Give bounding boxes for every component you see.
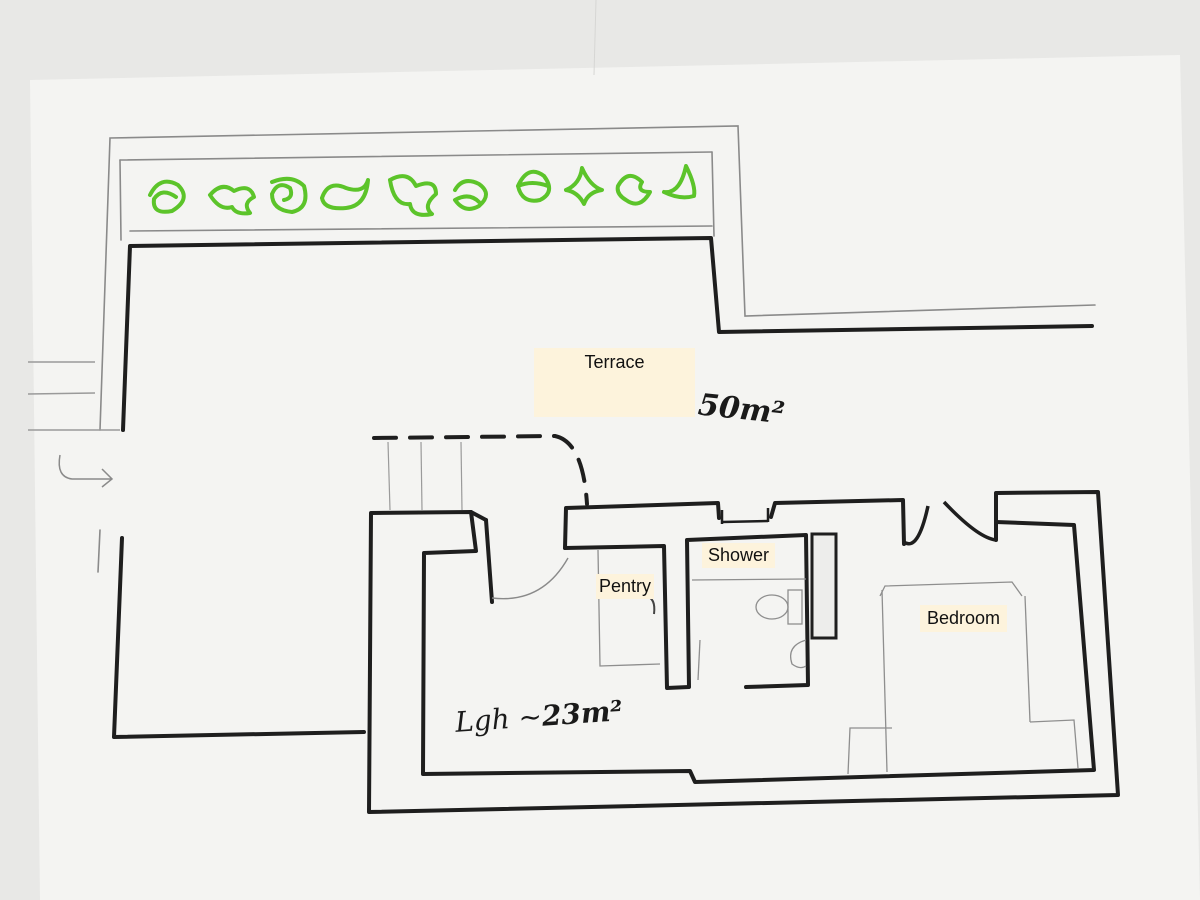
plant-icon [453, 179, 488, 211]
terrace-outer-outline [97, 125, 1096, 573]
pentry-label: Pentry [596, 574, 655, 599]
shower-window [720, 508, 770, 524]
wardrobe-block [810, 532, 838, 640]
paper-sheet [30, 55, 1200, 900]
plant-icon [662, 164, 697, 200]
entrance-arrow-icon [58, 454, 114, 488]
plant-icon [516, 169, 552, 203]
toilet-icon [755, 589, 803, 625]
apartment-walls [367, 490, 1120, 814]
plant-icon [270, 176, 308, 214]
shower-label: Shower [702, 543, 776, 568]
canopy-pencil-lines [387, 441, 463, 511]
apartment-area-value: 23m² [540, 694, 624, 733]
apartment-area-prefix: Lgh ~ [454, 699, 544, 739]
paper-crease [593, 0, 597, 76]
sink-icon [789, 639, 807, 669]
plant-icon [208, 184, 256, 216]
bedroom-label: Bedroom [920, 605, 1008, 632]
terrace-walls [112, 236, 1094, 739]
plant-icon [148, 179, 186, 214]
plant-icon [388, 174, 438, 217]
terrace-label: Terrace [534, 348, 695, 417]
entry-door-swing [491, 557, 569, 600]
plant-icon [320, 178, 370, 211]
entrance-steps [27, 361, 120, 431]
door-swing-icon [902, 500, 997, 546]
planter-plants [148, 164, 697, 217]
plant-icon [615, 174, 652, 206]
plant-icon [564, 166, 604, 206]
canopy-dashed-outline [372, 433, 589, 506]
